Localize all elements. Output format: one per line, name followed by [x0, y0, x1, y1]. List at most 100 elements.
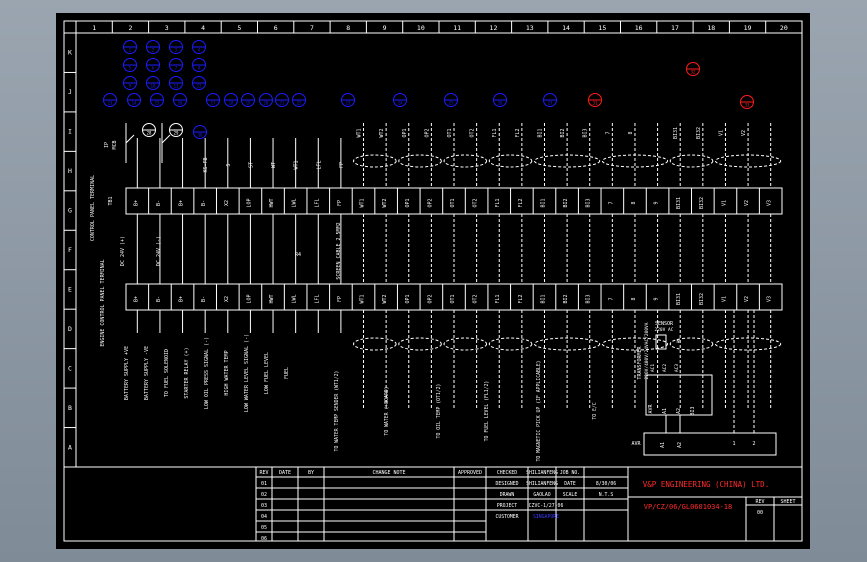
wire-label: LFL	[316, 160, 322, 169]
balloon-blue	[493, 93, 507, 107]
destination-label: TO WATER (+BOARD)	[384, 386, 390, 435]
terminal-label: BI3	[586, 198, 592, 207]
balloon-number: 8	[198, 66, 201, 71]
balloon-red	[588, 93, 602, 107]
cable-shield-bottom	[353, 337, 397, 351]
balloon-number: 5	[129, 66, 132, 71]
rev-row-number: 06	[261, 536, 267, 542]
avr-box	[645, 374, 713, 416]
terminal-label: 9	[654, 201, 660, 204]
wire-label: WT1	[294, 160, 300, 169]
cable-shield-bottom	[398, 337, 442, 351]
terminal-label: V3	[767, 296, 773, 302]
project-label: PROJECT	[497, 503, 517, 509]
terminal-label: HWT	[269, 198, 275, 207]
terminal-label: LFL	[314, 198, 320, 207]
balloon-number: 24	[398, 101, 403, 106]
wire-label: WT1	[357, 128, 363, 137]
transformer-terminal: AC3	[674, 364, 680, 372]
balloon-number: 3	[175, 48, 178, 53]
mcb-label: MCB	[112, 140, 118, 149]
screen-cable-label: SCREEN CABLE 2.5MM2	[336, 222, 342, 279]
terminal-label: 7	[608, 297, 614, 300]
terminal-label: OP1	[405, 294, 411, 303]
balloon-number: 31	[593, 101, 598, 106]
terminal-label: FL2	[518, 198, 524, 207]
terminal-label: LFL	[314, 294, 320, 303]
terminal-label: 9	[654, 297, 660, 300]
terminal-label: FP	[337, 296, 343, 302]
cable-shield-bottom	[443, 337, 488, 351]
terminal-label: BI31	[676, 293, 682, 305]
column-number: 10	[417, 24, 425, 32]
wire-label: FP	[339, 162, 345, 168]
row-letter: G	[68, 207, 72, 215]
info-value: SHILIANFENG	[526, 481, 558, 487]
rev-label: REV	[755, 499, 764, 505]
wire-label: BI2	[560, 128, 566, 137]
row-letter: H	[68, 167, 72, 175]
transformer-label: TRANSFORMER	[637, 345, 643, 379]
row-letter: C	[68, 364, 72, 372]
balloon-blue	[169, 40, 183, 54]
terminal-label: X2	[224, 200, 230, 206]
ecp-function-label: BATTERY SUPPLY -VE	[144, 346, 150, 400]
terminal-label: X2	[224, 296, 230, 302]
r4-label: R4	[295, 252, 301, 258]
rev-header: BY	[308, 470, 314, 476]
tb1-label: TB1	[108, 196, 114, 205]
cable-shield-top	[443, 154, 488, 168]
terminal-label: BI2	[563, 294, 569, 303]
ecp-function-label: HIGH WATER TEMP	[224, 350, 230, 395]
balloon-red	[686, 62, 700, 76]
balloon-number: 18	[229, 101, 234, 106]
column-number: 3	[165, 24, 169, 32]
rev-value: 00	[757, 510, 763, 516]
wire-label: WT	[271, 162, 277, 168]
info-label: DRAWN	[500, 492, 515, 498]
balloon-number: 12	[197, 84, 202, 89]
info-label: CHECKED	[497, 470, 517, 476]
terminal-label: V1	[721, 200, 727, 206]
ecp-function-label: LOW FUEL LEVEL	[264, 352, 270, 394]
column-number: 6	[274, 24, 278, 32]
balloon-blue	[123, 40, 137, 54]
terminal-label: LOP	[246, 294, 252, 303]
terminal-label: FL2	[518, 294, 524, 303]
terminal-label: BI1	[540, 198, 546, 207]
column-number: 14	[562, 24, 570, 32]
wire-label: WT2	[379, 128, 385, 137]
cable-shield-bottom	[714, 337, 782, 351]
column-number: 9	[383, 24, 387, 32]
balloon-number: 32	[691, 70, 696, 75]
terminal-label: OP2	[427, 294, 433, 303]
balloon-blue	[192, 76, 206, 90]
wire-label: FL2	[515, 128, 521, 137]
wire-label: BI3	[583, 128, 589, 137]
info-value: GAOLAO	[533, 492, 550, 498]
destination-label: TO E/C	[592, 402, 598, 419]
terminal-label: OT1	[450, 294, 456, 303]
info-label: DATE	[564, 481, 576, 487]
customer-label: CUSTOMER	[495, 514, 518, 520]
terminal-label: FP	[337, 200, 343, 206]
terminal-label: B-	[156, 296, 162, 302]
terminal-label: B-	[201, 200, 207, 206]
balloon-blue	[169, 58, 183, 72]
balloon-number: 25	[449, 101, 454, 106]
terminal-label: WT1	[360, 294, 366, 303]
sensor-label: SENSOR	[655, 321, 674, 327]
cable-shield-bottom	[488, 337, 533, 351]
avr-terminal: A1	[660, 442, 666, 448]
sheet-label: SHEET	[780, 499, 795, 505]
balloon-number: 21	[280, 101, 285, 106]
terminal-label: BI31	[676, 197, 682, 209]
terminal-label: B+	[133, 296, 139, 302]
column-number: 8	[346, 24, 350, 32]
terminal-label: BI2	[563, 198, 569, 207]
column-number: 7	[310, 24, 314, 32]
balloon-blue	[146, 58, 160, 72]
balloon-number: 19	[246, 101, 251, 106]
terminal-label: LWL	[292, 294, 298, 303]
column-number: 4	[201, 24, 205, 32]
